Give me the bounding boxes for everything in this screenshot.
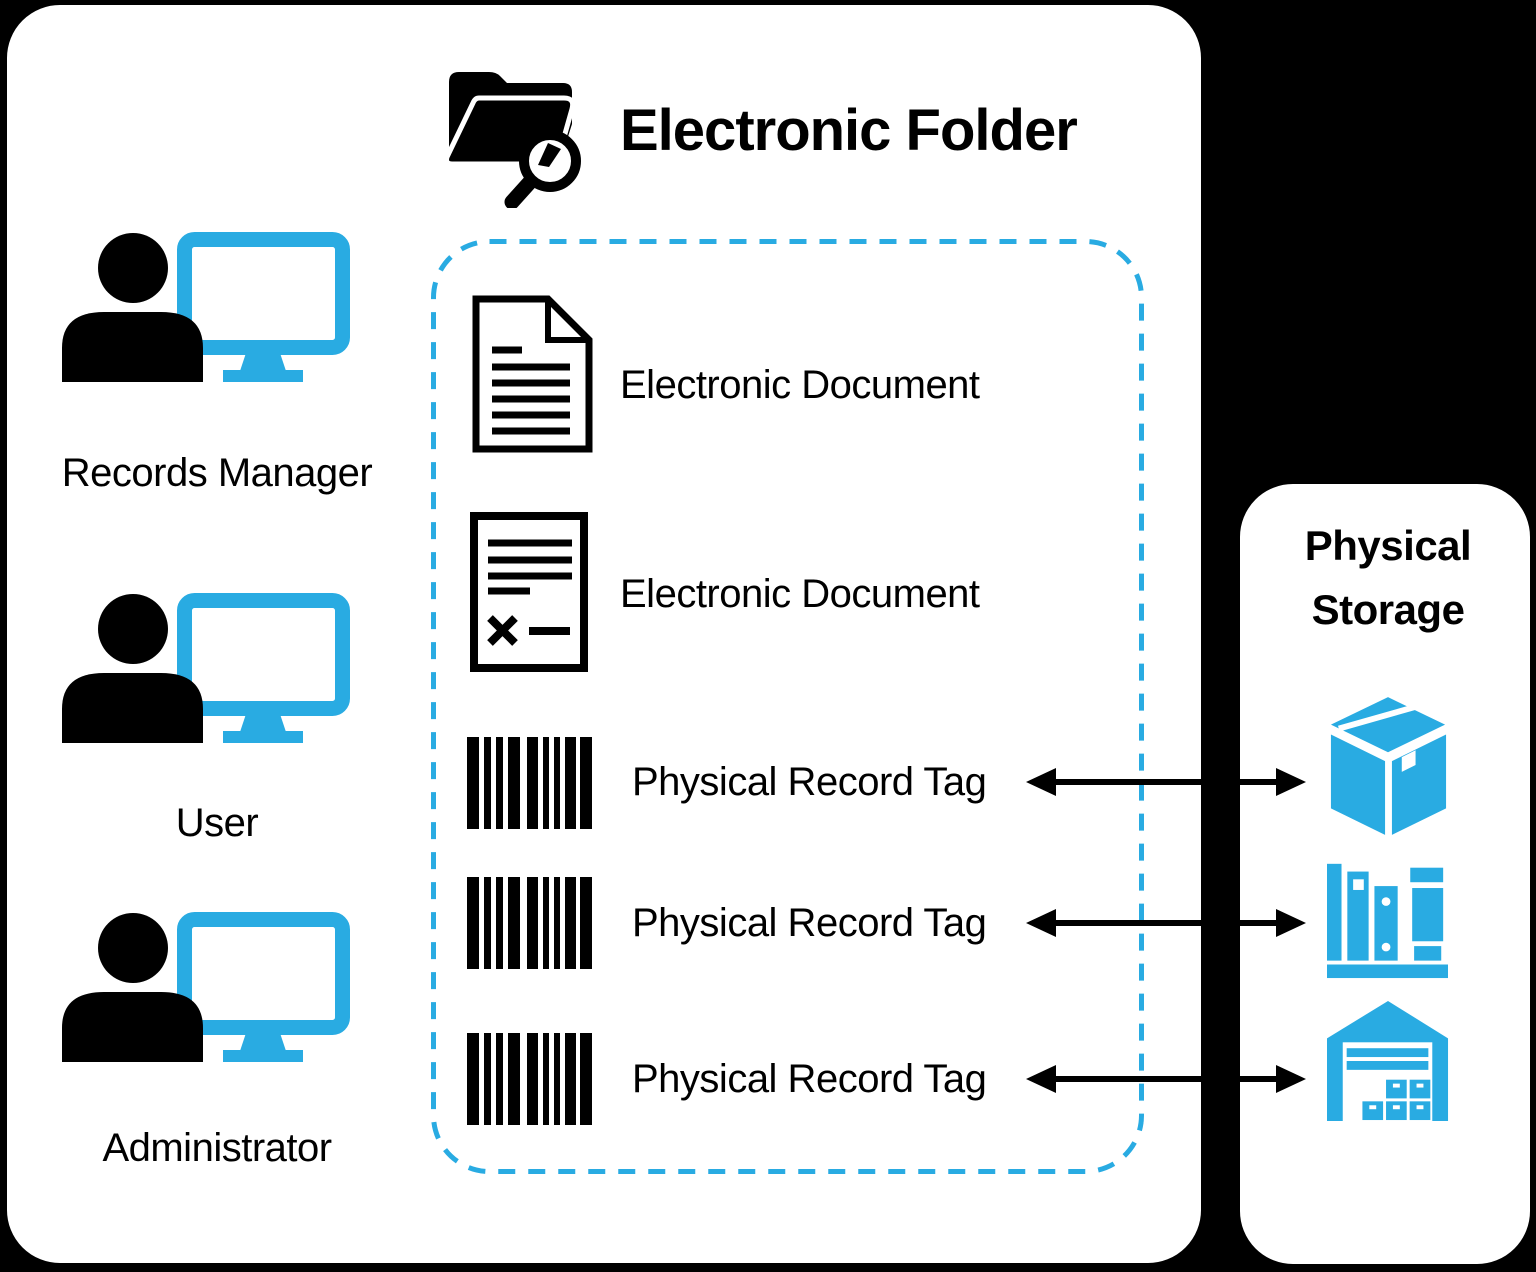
arrow-right-head-icon xyxy=(1276,768,1306,796)
warehouse-icon xyxy=(1327,1000,1449,1122)
bookshelf-icon xyxy=(1327,863,1448,979)
folder-boundary xyxy=(431,239,1144,1174)
physical-record-tag-label: Physical Record Tag xyxy=(632,901,987,945)
electronic-document-label: Electronic Document xyxy=(620,572,980,616)
barcode-icon xyxy=(467,877,592,969)
storage-box-icon xyxy=(1330,697,1447,835)
user-label-administrator: Administrator xyxy=(102,1126,332,1170)
physical-record-tag-label: Physical Record Tag xyxy=(632,1057,987,1101)
arrow-shaft xyxy=(1050,779,1282,785)
electronic-folder-title: Electronic Folder xyxy=(620,98,1078,163)
physical-storage-panel: Physical Storage xyxy=(1237,481,1533,1267)
electronic-document-icon xyxy=(472,295,593,453)
arrow-shaft xyxy=(1050,920,1282,926)
tag-to-bookshelf-arrow xyxy=(1026,909,1306,937)
tag-to-warehouse-arrow xyxy=(1026,1065,1306,1093)
arrow-right-head-icon xyxy=(1276,909,1306,937)
physical-storage-title: Physical Storage xyxy=(1304,522,1472,633)
barcode-icon xyxy=(467,1033,592,1125)
signed-document-icon xyxy=(470,512,588,672)
physical-record-tag-label: Physical Record Tag xyxy=(632,760,987,804)
tag-to-box-arrow xyxy=(1026,768,1306,796)
electronic-folder-panel: Electronic Folder Records Manager User A… xyxy=(4,2,1204,1266)
arrow-right-head-icon xyxy=(1276,1065,1306,1093)
person-computer-icon xyxy=(62,593,350,743)
electronic-document-label: Electronic Document xyxy=(620,363,980,407)
arrow-shaft xyxy=(1050,1076,1282,1082)
folder-search-icon xyxy=(445,72,581,208)
user-label-user: User xyxy=(175,801,259,845)
person-computer-icon xyxy=(62,912,350,1062)
barcode-icon xyxy=(467,737,592,829)
person-computer-icon xyxy=(62,232,350,382)
user-label-records-manager: Records Manager xyxy=(61,451,373,495)
